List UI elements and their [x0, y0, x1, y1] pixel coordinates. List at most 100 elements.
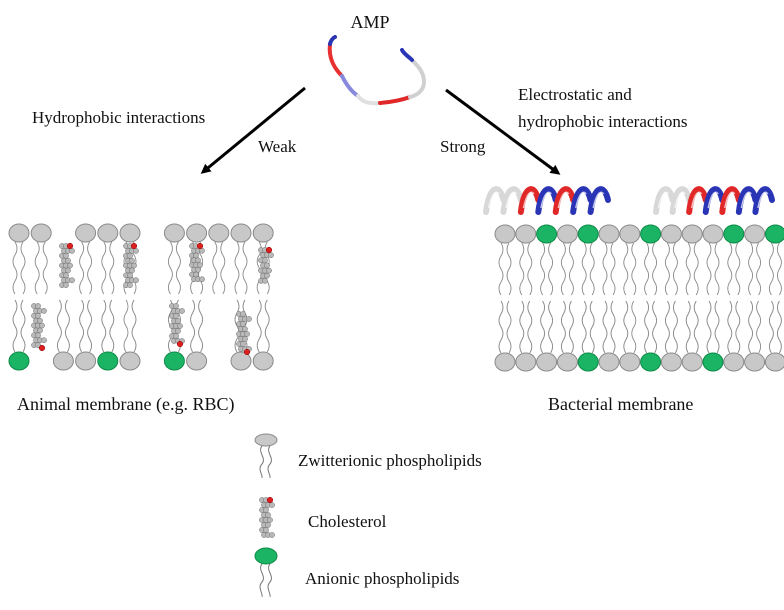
- cholesterol-atom: [262, 278, 268, 284]
- lipid-tail: [644, 242, 650, 296]
- anionic-head: [536, 224, 558, 244]
- lipid-tail: [768, 242, 774, 296]
- cholesterol-atom: [65, 257, 71, 264]
- cholesterol-atom: [35, 332, 41, 339]
- lipid-tail: [581, 300, 587, 354]
- lipid-tail: [101, 299, 107, 353]
- zwitterionic-head: [619, 352, 641, 372]
- cholesterol-atom: [133, 277, 139, 284]
- strong-arrow: [445, 88, 561, 175]
- legend-label-anionic: Anionic phospholipids: [305, 569, 459, 588]
- helix-highlight: [707, 191, 719, 209]
- zwitterionic-head: [186, 223, 208, 243]
- cholesterol-atom: [268, 252, 274, 258]
- helix-segment: [686, 186, 709, 215]
- cholesterol-atom: [133, 248, 139, 254]
- anionic-head: [702, 352, 724, 372]
- helix-segment: [552, 186, 577, 215]
- cholesterol-atom: [264, 272, 270, 279]
- lipid-tail: [672, 300, 678, 354]
- cholesterol-atom: [199, 276, 205, 283]
- cholesterol-atom: [35, 312, 41, 319]
- zwitterionic-head: [30, 223, 52, 243]
- lipid-tail: [123, 299, 129, 353]
- lipid-tail: [20, 241, 26, 295]
- lipid-tail: [672, 242, 678, 296]
- lipid-tail: [242, 241, 248, 295]
- helix-highlight: [724, 191, 736, 209]
- zwitterionic-head: [252, 351, 274, 371]
- cholesterol-atom: [242, 336, 248, 342]
- lipid-tail: [735, 242, 741, 296]
- cholesterol-atom: [240, 311, 246, 317]
- legend-label-cholesterol: Cholesterol: [308, 512, 387, 531]
- cholesterol-oxygen: [38, 344, 46, 352]
- lipid-tail: [519, 300, 525, 354]
- zwitterionic-head: [764, 352, 784, 372]
- legend: Zwitterionic phospholipids Cholesterol A…: [254, 433, 482, 598]
- lipid-tail: [560, 300, 566, 354]
- zwitterionic-head: [119, 351, 141, 371]
- cholesterol-atom: [129, 257, 135, 264]
- lipid-tail: [34, 241, 40, 295]
- lipid-tail: [498, 242, 504, 296]
- anionic-head: [640, 352, 662, 372]
- lipid-tail: [56, 299, 62, 353]
- lipid-tail: [64, 299, 70, 353]
- legend-label-zwitterionic: Zwitterionic phospholipids: [298, 451, 482, 470]
- zwitterionic-head: [702, 224, 724, 244]
- zwitterionic-head: [252, 223, 274, 243]
- helix-segment: [587, 186, 611, 215]
- helix-highlight: [575, 191, 587, 209]
- lipid-tail: [506, 300, 512, 354]
- zwitterionic-head: [208, 223, 230, 243]
- lipid-tail: [727, 300, 733, 354]
- cholesterol-atom: [129, 267, 135, 274]
- cholesterol-atom: [69, 277, 75, 284]
- zwitterionic-head: [744, 224, 766, 244]
- zwitterionic-head: [515, 352, 537, 372]
- cholesterol-molecule: [236, 311, 252, 356]
- lipid-tail: [768, 300, 774, 354]
- amp-label: AMP: [350, 12, 389, 32]
- helix-highlight: [487, 191, 500, 209]
- zwitterionic-head: [8, 223, 30, 243]
- helix-highlight: [674, 191, 686, 209]
- helix-highlight: [740, 191, 752, 209]
- cholesterol-atom: [173, 313, 179, 319]
- lipid-tail: [735, 300, 741, 354]
- lipid-tail: [190, 299, 196, 353]
- lipid-tail: [540, 300, 546, 354]
- lipid-tail: [527, 242, 533, 296]
- cholesterol-atom: [263, 527, 269, 533]
- cholesterol-atom: [193, 252, 199, 259]
- zwitterionic-phospholipid-icon: [254, 433, 278, 479]
- cholesterol-oxygen: [243, 348, 251, 356]
- cholesterol-atom: [244, 331, 250, 337]
- lipid-tail: [589, 300, 595, 354]
- lipid-tail: [748, 242, 754, 296]
- zwitterionic-head: [660, 224, 682, 244]
- zwitterionic-head: [119, 223, 141, 243]
- helix-highlight: [690, 191, 703, 209]
- cholesterol-icon: [259, 496, 275, 538]
- lipid-tail: [602, 300, 608, 354]
- zwitterionic-head: [723, 352, 745, 372]
- zwitterionic-head: [75, 351, 97, 371]
- amp-peptide-icon: [327, 35, 427, 106]
- lipid-tail: [631, 300, 637, 354]
- helix-highlight: [657, 191, 670, 209]
- cholesterol-atom: [240, 321, 246, 327]
- weak-label: Weak: [258, 137, 297, 156]
- animal-membrane-label: Animal membrane (e.g. RBC): [17, 394, 234, 415]
- lipid-tail: [685, 300, 691, 354]
- lipid-tail: [506, 242, 512, 296]
- lipid-tail: [175, 241, 181, 295]
- lipid-tail: [756, 242, 762, 296]
- helix-highlight: [757, 191, 769, 209]
- cholesterol-molecule: [31, 303, 47, 352]
- helix-highlight: [522, 191, 535, 209]
- helix-segment: [735, 186, 759, 215]
- anionic-head: [764, 224, 784, 244]
